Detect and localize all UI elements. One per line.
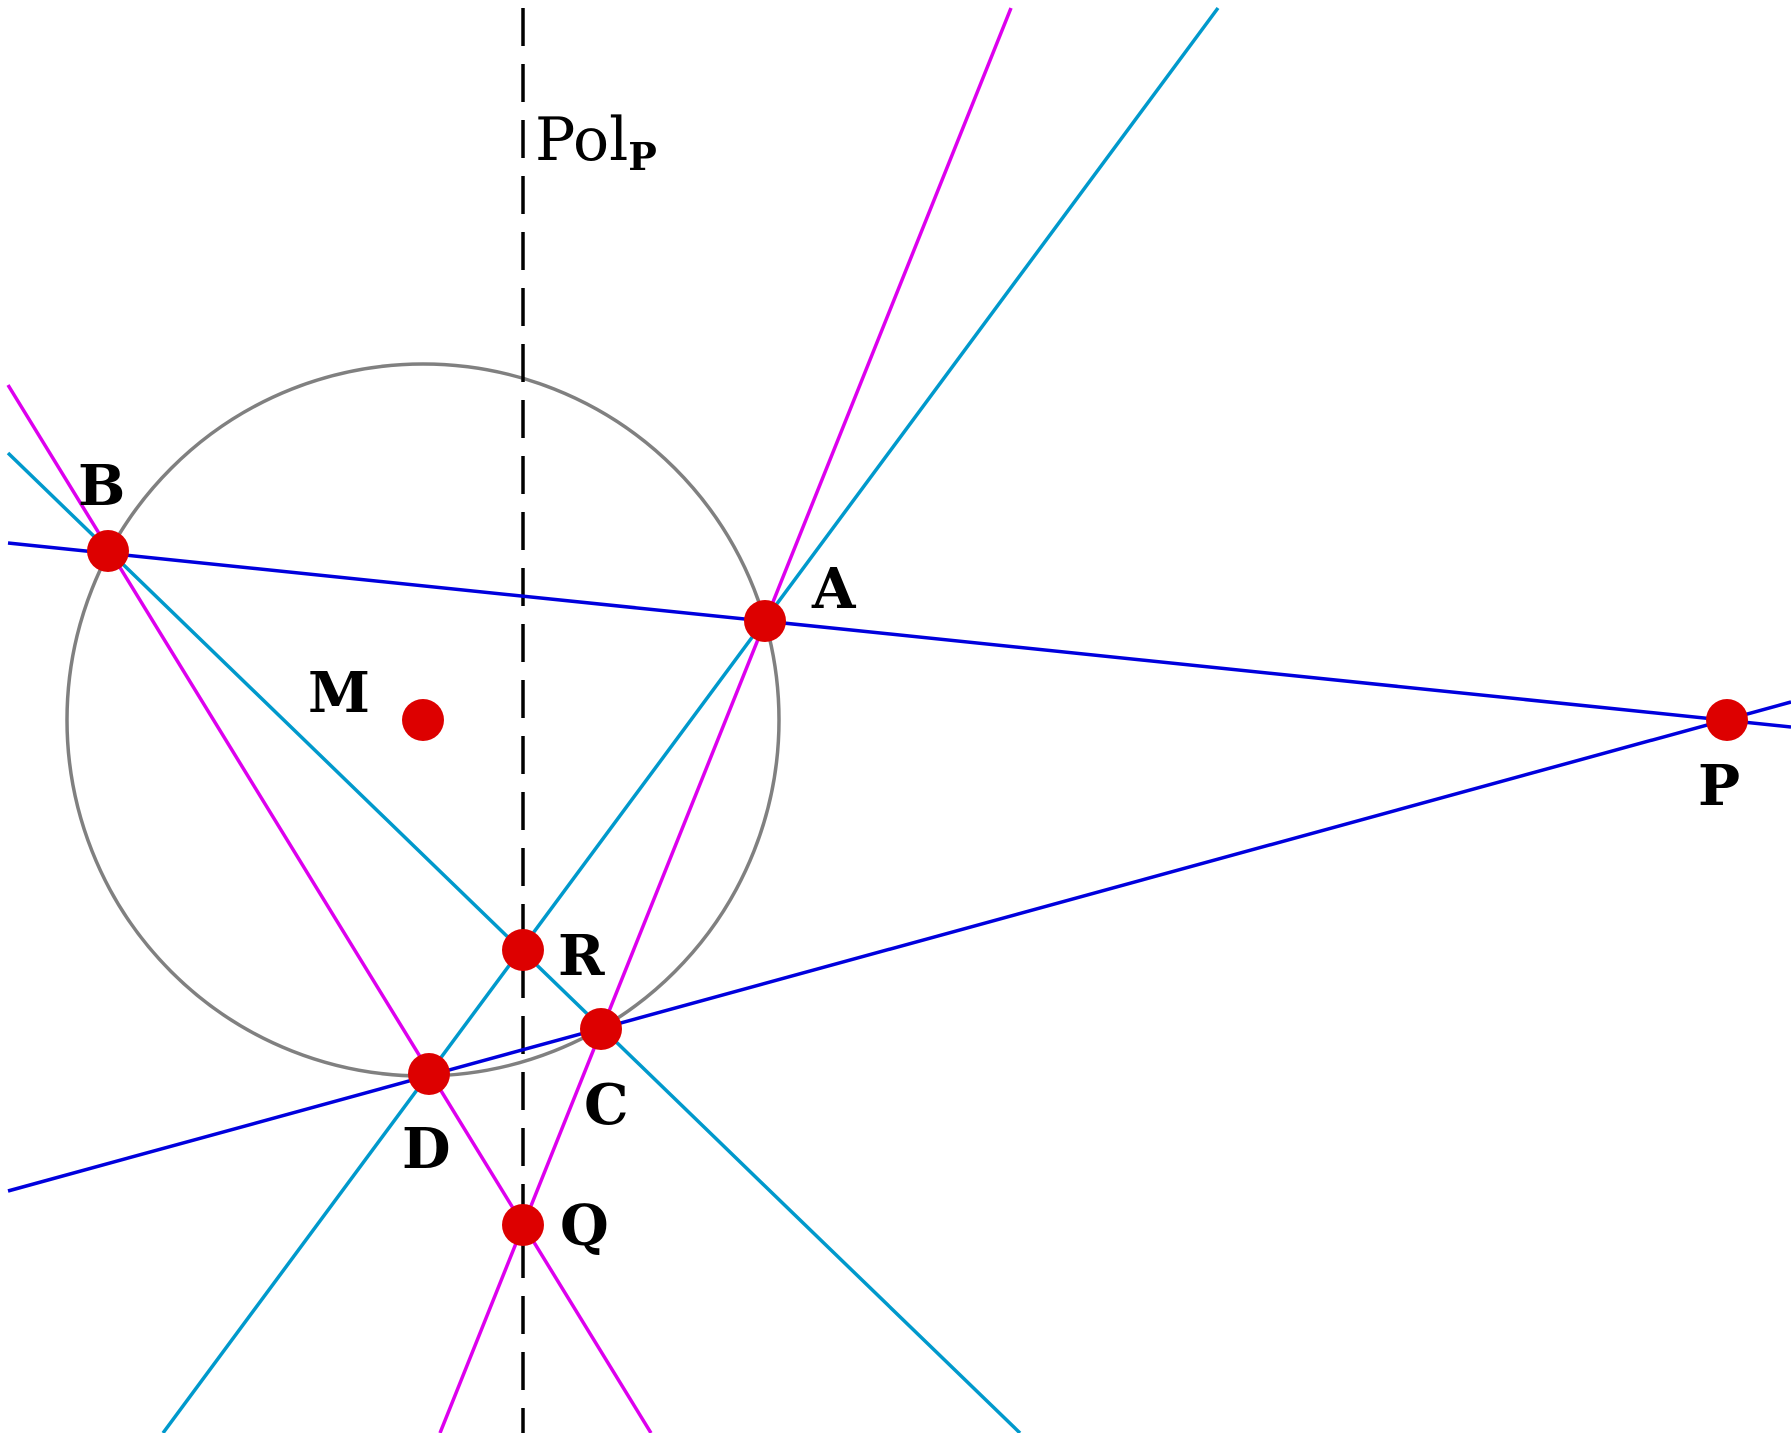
point-p: [1706, 699, 1748, 741]
line-ac: [438, 7, 1013, 1433]
polar-label: PolP: [535, 105, 657, 179]
polar-label-sub: P: [628, 134, 657, 179]
point-q: [502, 1204, 544, 1246]
label-d: D: [402, 1116, 451, 1182]
point-b: [87, 530, 129, 572]
point-a: [744, 600, 786, 642]
label-r: R: [558, 923, 605, 989]
label-m: M: [308, 660, 370, 726]
point-m: [402, 699, 444, 741]
point-d: [408, 1053, 450, 1095]
label-c: C: [584, 1072, 629, 1138]
label-q: Q: [560, 1193, 609, 1259]
line-dcp: [7, 700, 1791, 1193]
label-p: P: [1698, 753, 1740, 819]
point-c: [580, 1008, 622, 1050]
polar-label-main: Pol: [535, 105, 628, 175]
line-ad: [161, 6, 1220, 1433]
line-bap: [7, 541, 1791, 729]
label-b: B: [78, 453, 125, 519]
label-a: A: [811, 556, 857, 622]
point-r: [502, 929, 544, 971]
